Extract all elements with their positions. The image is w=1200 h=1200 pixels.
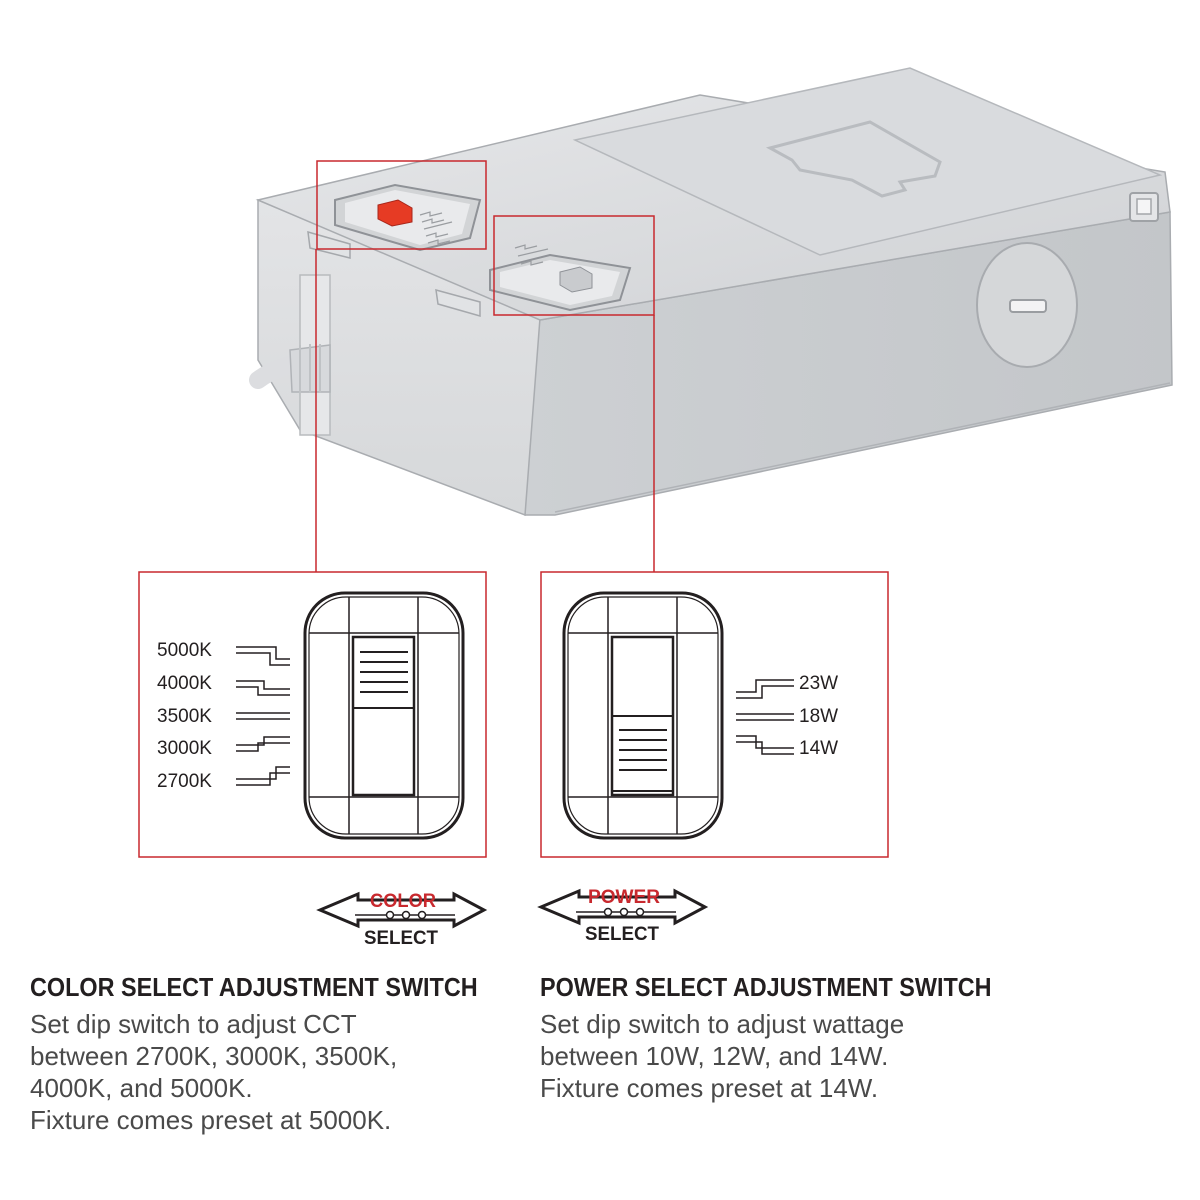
color-position-marks [236,646,290,786]
color-select-heading: COLOR SELECT ADJUSTMENT SWITCH [30,972,478,1002]
power-position-label: 18W [799,706,839,727]
color-select-line: Fixture comes preset at 5000K. [30,1105,392,1135]
power-select-heading: POWER SELECT ADJUSTMENT SWITCH [540,972,992,1002]
power-detail-frame [540,571,889,858]
color-switch-slider [377,199,413,227]
power-position-label: 23W [799,673,839,694]
power-position-marks [736,679,794,755]
color-callout-frame [316,160,487,250]
color-position-label: 2700K [157,771,212,792]
power-select-badge-shape [537,888,709,926]
arrow-emboss [765,120,942,198]
power-switch-slider [559,266,593,293]
color-detail-frame [138,571,487,858]
color-select-badge-shape [316,891,488,929]
power-select-description: POWER SELECT ADJUSTMENT SWITCH Set dip s… [540,972,1010,1104]
power-badge-bottom: SELECT [585,924,659,945]
color-position-label: 4000K [157,673,212,694]
color-badge-bottom: SELECT [364,928,438,949]
color-select-line: between 2700K, 3000K, 3500K, [30,1041,398,1071]
color-badge-top: COLOR [370,891,436,912]
color-position-label: 5000K [157,640,212,661]
color-position-label: 3500K [157,706,212,727]
color-select-line: Set dip switch to adjust CCT [30,1009,357,1039]
power-select-line: Set dip switch to adjust wattage [540,1009,905,1039]
power-position-label: 14W [799,738,839,759]
power-badge-top: POWER [588,887,660,908]
power-switch-detail [562,591,724,840]
color-switch-detail [303,591,465,840]
color-position-label: 3000K [157,738,212,759]
power-select-line: Fixture comes preset at 14W. [540,1073,879,1103]
color-select-description: COLOR SELECT ADJUSTMENT SWITCH Set dip s… [30,972,500,1136]
color-select-line: 4000K, and 5000K. [30,1073,253,1103]
power-select-line: between 10W, 12W, and 14W. [540,1041,889,1071]
power-callout-frame [493,215,655,316]
